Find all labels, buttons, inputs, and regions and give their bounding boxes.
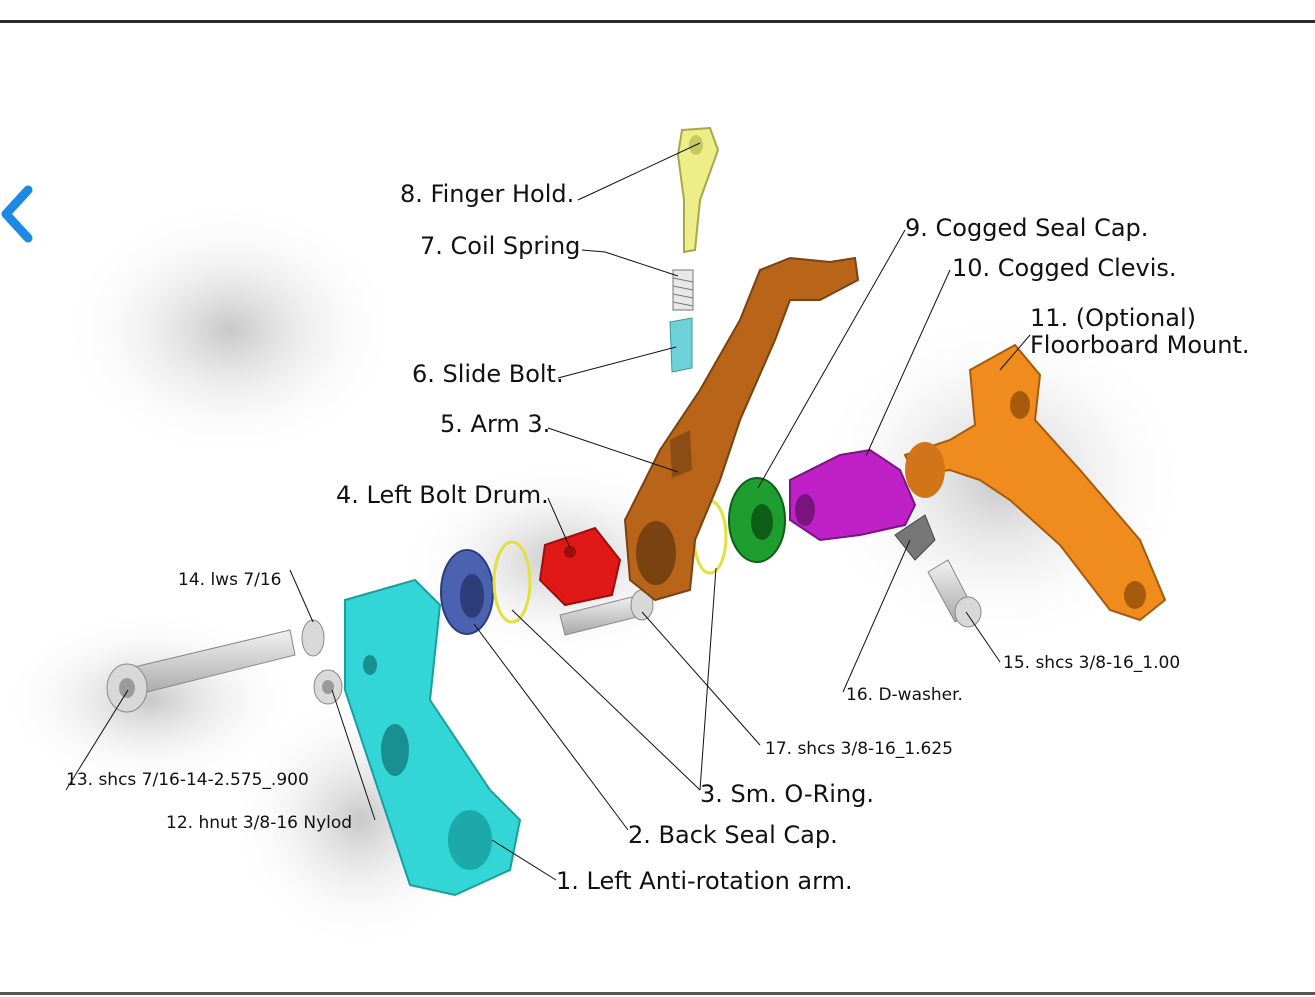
leader-lines [65,142,1031,881]
finger-hold-part [676,126,720,254]
arm3-part [623,256,860,602]
label-slide-bolt: 6. Slide Bolt. [412,360,564,388]
anti-rotation-arm-part [344,578,522,897]
label-finger-hold: 8. Finger Hold. [400,180,574,208]
coil-spring-part [672,269,694,311]
bolt-17-part [559,589,654,636]
cogged-seal-cap-part [728,477,786,563]
floorboard-mount-part [903,343,1167,622]
label-shcs-long: 13. shcs 7/16-14-2.575_.900 [66,770,309,790]
bottom-rule [0,992,1315,995]
label-o-ring: 3. Sm. O-Ring. [700,780,874,808]
chevron-left-icon[interactable] [0,182,40,246]
slide-bolt-part [669,317,693,373]
label-anti-rotation-arm: 1. Left Anti-rotation arm. [556,867,853,895]
label-arm3: 5. Arm 3. [440,410,550,438]
label-back-seal-cap: 2. Back Seal Cap. [628,821,838,849]
label-left-bolt-drum: 4. Left Bolt Drum. [336,481,549,509]
cogged-clevis-part [789,448,917,542]
back-seal-cap-part [440,549,494,635]
label-d-washer: 16. D-washer. [846,685,963,705]
bolt-15-part [927,559,982,628]
label-cogged-clevis: 10. Cogged Clevis. [952,254,1177,282]
top-rule [0,20,1315,23]
long-bolt-part [106,629,296,713]
label-lws: 14. lws 7/16 [178,570,282,590]
label-hnut: 12. hnut 3/8-16 Nylod [166,813,352,833]
label-optional: 11. (Optional) [1030,304,1196,332]
d-washer-part [894,514,936,561]
washer-and-nut-parts [301,619,343,705]
part-labels: 8. Finger Hold. 7. Coil Spring 6. Slide … [66,180,1250,895]
bolt-drum-part [538,526,622,607]
label-shcs-15: 15. shcs 3/8-16_1.00 [1003,653,1180,673]
label-coil-spring: 7. Coil Spring [420,232,580,260]
label-floorboard-mount: Floorboard Mount. [1030,331,1250,359]
label-shcs-17: 17. shcs 3/8-16_1.625 [765,739,953,759]
label-cogged-seal-cap: 9. Cogged Seal Cap. [905,214,1148,242]
